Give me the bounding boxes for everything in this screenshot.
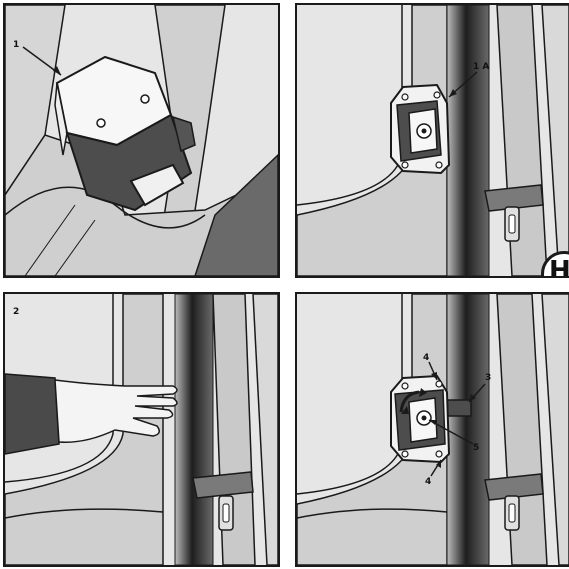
callout-5: 5: [473, 443, 479, 453]
warning-sign-letter: H: [549, 256, 569, 278]
callout-1a: 1 A: [473, 62, 489, 72]
panel-4-adapter-parts: 4 3 5 4: [295, 292, 569, 567]
panel-2-adapter-mounted: 1 A H: [295, 3, 569, 278]
callout-3: 3: [485, 373, 491, 383]
panel-1-adapter-closeup: 1: [3, 3, 280, 278]
mounted-adapter-illustration: 1 A: [297, 5, 569, 276]
callout-4-bottom: 4: [425, 477, 431, 487]
adapter-illustration: 1: [5, 5, 278, 276]
hand-check-illustration: 2: [5, 294, 278, 565]
adapter-parts-illustration: 4 3 5 4: [297, 294, 569, 565]
step-2-label: 2: [13, 307, 19, 317]
panel-3-hand-check: 2: [3, 292, 280, 567]
callout-4-top: 4: [423, 353, 429, 363]
callout-1: 1: [13, 40, 19, 50]
